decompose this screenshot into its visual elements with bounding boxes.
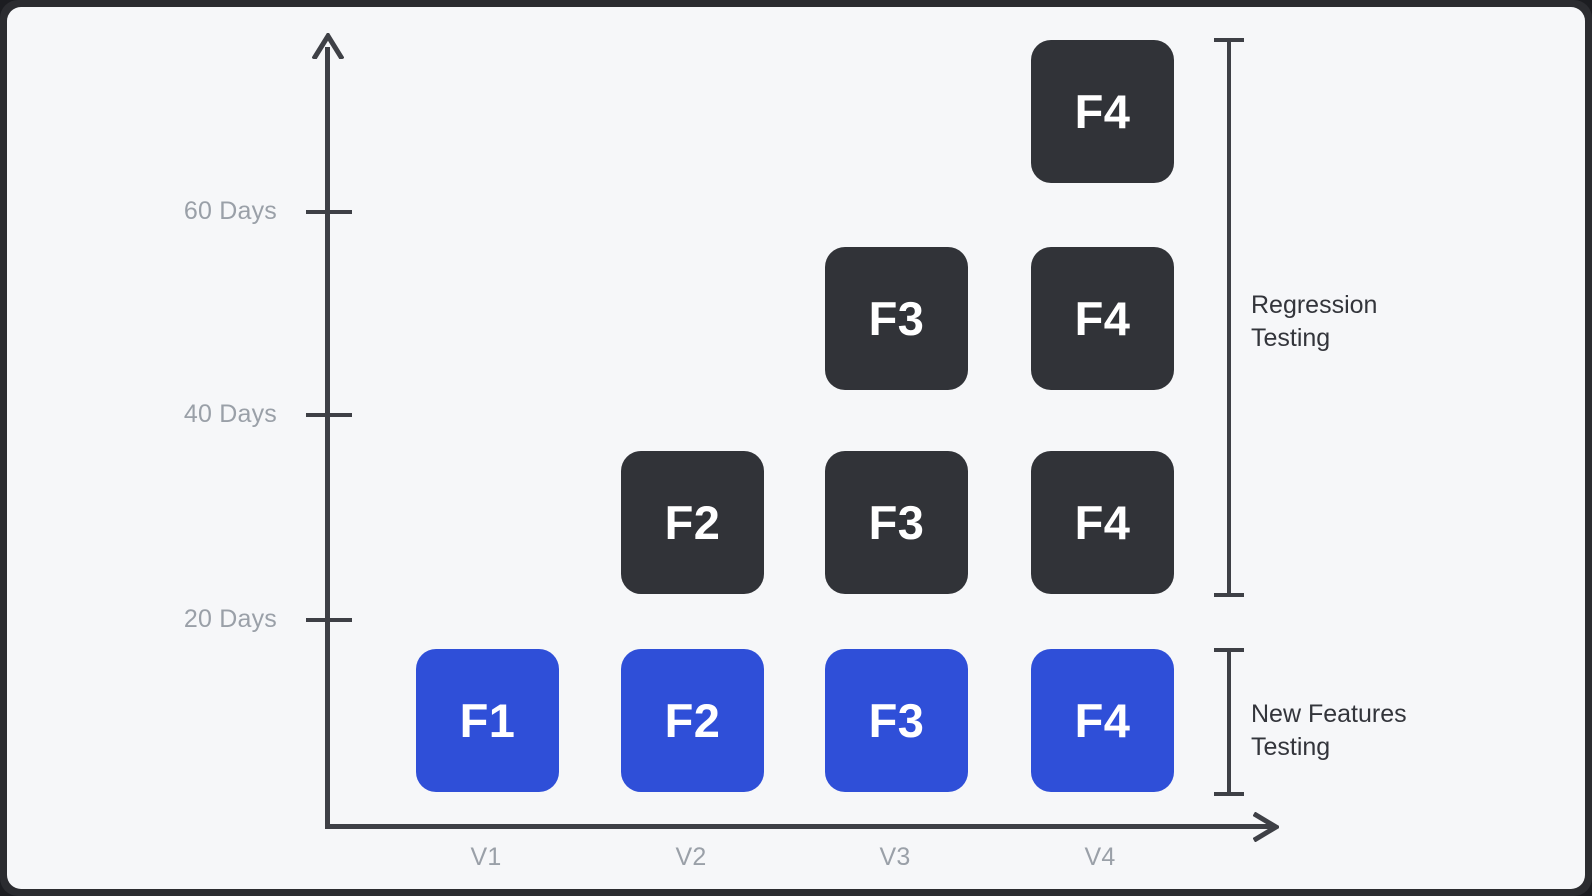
new-features-label-line2: Testing <box>1251 733 1331 761</box>
y-tick-mark-20-days <box>306 618 352 622</box>
x-tick-label-v4: V4 <box>1084 843 1116 871</box>
diagram-canvas: 60 Days 40 Days 20 Days V1 V2 V3 V4 F4 F… <box>7 7 1585 889</box>
feature-box-v4-r2[interactable]: F4 <box>1031 247 1174 390</box>
x-tick-label-v3: V3 <box>879 843 911 871</box>
feature-box-v3-r2[interactable]: F3 <box>825 247 968 390</box>
x-axis-line <box>325 824 1273 829</box>
new-features-bracket <box>1214 648 1244 796</box>
y-tick-label-40-days: 40 Days <box>183 400 277 428</box>
y-tick-label-60-days: 60 Days <box>183 197 277 225</box>
feature-box-v1-r4[interactable]: F1 <box>416 649 559 792</box>
regression-label-line2: Testing <box>1251 324 1331 352</box>
x-tick-label-v2: V2 <box>675 843 707 871</box>
new-features-bracket-spine <box>1227 648 1231 796</box>
feature-box-v4-r4[interactable]: F4 <box>1031 649 1174 792</box>
feature-box-v3-r3[interactable]: F3 <box>825 451 968 594</box>
regression-bracket <box>1214 38 1244 597</box>
x-axis-arrow-icon <box>1253 812 1279 842</box>
feature-box-v2-r3[interactable]: F2 <box>621 451 764 594</box>
y-tick-label-20-days: 20 Days <box>183 605 277 633</box>
y-tick-mark-40-days <box>306 413 352 417</box>
feature-box-v4-r1[interactable]: F4 <box>1031 40 1174 183</box>
y-axis-line <box>325 47 330 829</box>
x-tick-label-v1: V1 <box>470 843 502 871</box>
feature-box-v2-r4[interactable]: F2 <box>621 649 764 792</box>
regression-bracket-spine <box>1227 38 1231 597</box>
feature-box-v4-r3[interactable]: F4 <box>1031 451 1174 594</box>
y-tick-mark-60-days <box>306 210 352 214</box>
regression-bracket-cap-bottom <box>1214 593 1244 597</box>
regression-label-line1: Regression <box>1251 291 1378 319</box>
y-axis-arrow-icon <box>312 33 344 59</box>
new-features-bracket-cap-bottom <box>1214 792 1244 796</box>
new-features-label-line1: New Features <box>1251 700 1407 728</box>
feature-box-v3-r4[interactable]: F3 <box>825 649 968 792</box>
